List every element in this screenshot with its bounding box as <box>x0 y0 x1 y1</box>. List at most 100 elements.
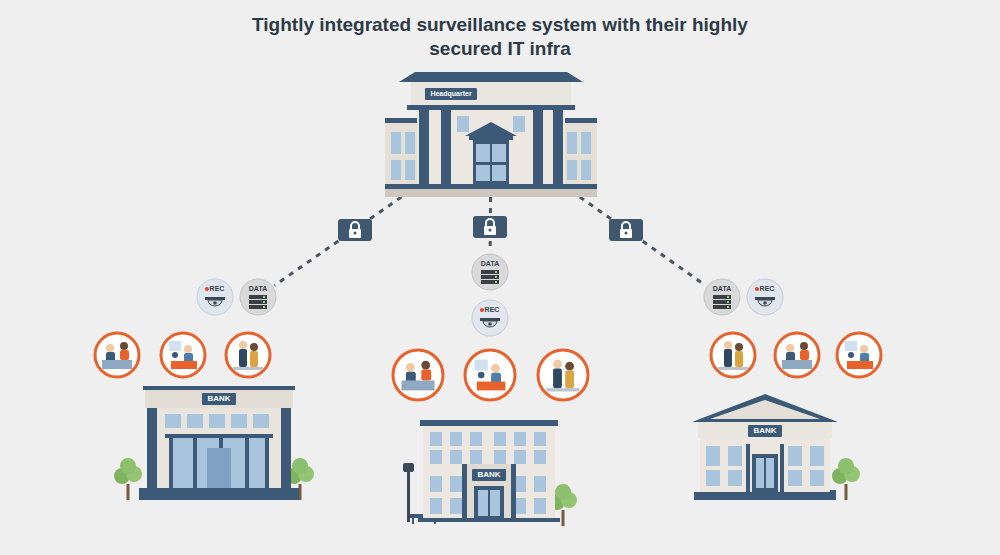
cornice <box>407 105 575 110</box>
roof <box>399 72 583 82</box>
camera-lens <box>488 322 492 326</box>
window <box>430 498 442 514</box>
node-outline <box>471 299 509 337</box>
sign-text: BANK <box>202 393 235 405</box>
entrance-pediment <box>465 122 517 136</box>
frieze <box>411 82 571 106</box>
mullion <box>193 438 197 488</box>
sign-text: BANK <box>748 425 781 437</box>
window <box>405 160 415 180</box>
icon-label: DATA <box>481 260 499 268</box>
server-unit <box>481 275 499 279</box>
column <box>511 464 516 522</box>
cornice <box>561 118 597 123</box>
window <box>810 446 824 466</box>
column <box>780 444 784 492</box>
node-outline <box>385 72 597 197</box>
server-unit <box>713 305 731 309</box>
scene-circle <box>538 350 588 400</box>
mullion <box>169 438 173 488</box>
column <box>553 110 563 184</box>
window <box>513 116 525 132</box>
record-dot <box>755 287 759 291</box>
icon-circle <box>472 254 508 290</box>
window <box>470 432 482 446</box>
window <box>810 470 824 486</box>
door <box>752 454 778 492</box>
window <box>534 432 546 446</box>
node-outline <box>471 253 509 291</box>
portico <box>462 464 516 522</box>
node-outline <box>239 278 277 316</box>
record-dot <box>480 308 484 312</box>
window <box>457 116 469 132</box>
server-light <box>495 271 497 273</box>
icon-circle <box>472 300 508 336</box>
pillar <box>147 408 157 488</box>
door-pane <box>476 165 490 181</box>
server-light <box>263 296 265 298</box>
column <box>419 110 429 184</box>
main-hall <box>417 110 565 184</box>
camera-lens <box>213 301 217 305</box>
icon-label: REC <box>485 306 500 314</box>
window <box>470 450 482 464</box>
base <box>694 492 836 500</box>
dashed-link <box>580 197 706 285</box>
dome-camera <box>483 321 497 327</box>
window <box>391 132 401 154</box>
data-icon: DATA <box>471 253 509 291</box>
door <box>207 448 231 488</box>
column <box>533 110 543 184</box>
sign-text: Headquarter <box>425 88 476 100</box>
window <box>534 450 546 464</box>
window <box>430 450 442 464</box>
mullion <box>265 438 269 488</box>
icon-label: DATA <box>249 285 267 293</box>
rec-icon: REC <box>746 278 784 316</box>
data-icon: DATA <box>239 278 277 316</box>
window <box>253 414 269 428</box>
icon-circle <box>704 279 740 315</box>
base <box>418 518 560 522</box>
base <box>139 488 299 500</box>
window <box>430 476 442 492</box>
diagram-title: Tightly integrated surveillance system w… <box>250 13 750 61</box>
camera-lens <box>763 301 767 305</box>
window <box>391 160 401 180</box>
rec-icon: REC <box>196 278 234 316</box>
scene-circle <box>465 350 515 400</box>
window <box>209 414 225 428</box>
node-outline <box>703 278 741 316</box>
server-unit <box>249 300 267 304</box>
door-pane <box>478 490 488 516</box>
window <box>534 498 546 514</box>
scene-circle <box>393 350 443 400</box>
lock-icon <box>473 216 507 238</box>
scene-circle <box>837 333 881 377</box>
roof <box>692 394 838 422</box>
window <box>581 132 591 154</box>
window <box>450 450 462 464</box>
window <box>788 446 802 466</box>
icon-circle <box>747 279 783 315</box>
steps <box>385 189 597 197</box>
building: Headquarter <box>385 72 597 197</box>
server-unit <box>481 270 499 274</box>
rec-icon: REC <box>471 299 509 337</box>
window <box>494 432 506 446</box>
node-outline <box>746 278 784 316</box>
icon-circle <box>197 279 233 315</box>
window <box>165 414 181 428</box>
parapet <box>145 390 293 408</box>
node-outline <box>196 278 234 316</box>
window <box>514 432 526 446</box>
window <box>187 414 203 428</box>
icon-label: DATA <box>713 285 731 293</box>
parapet-top <box>143 386 295 390</box>
cornice <box>420 420 558 426</box>
scene-circle <box>95 333 139 377</box>
icon-label: REC <box>210 285 225 293</box>
window <box>728 470 742 486</box>
